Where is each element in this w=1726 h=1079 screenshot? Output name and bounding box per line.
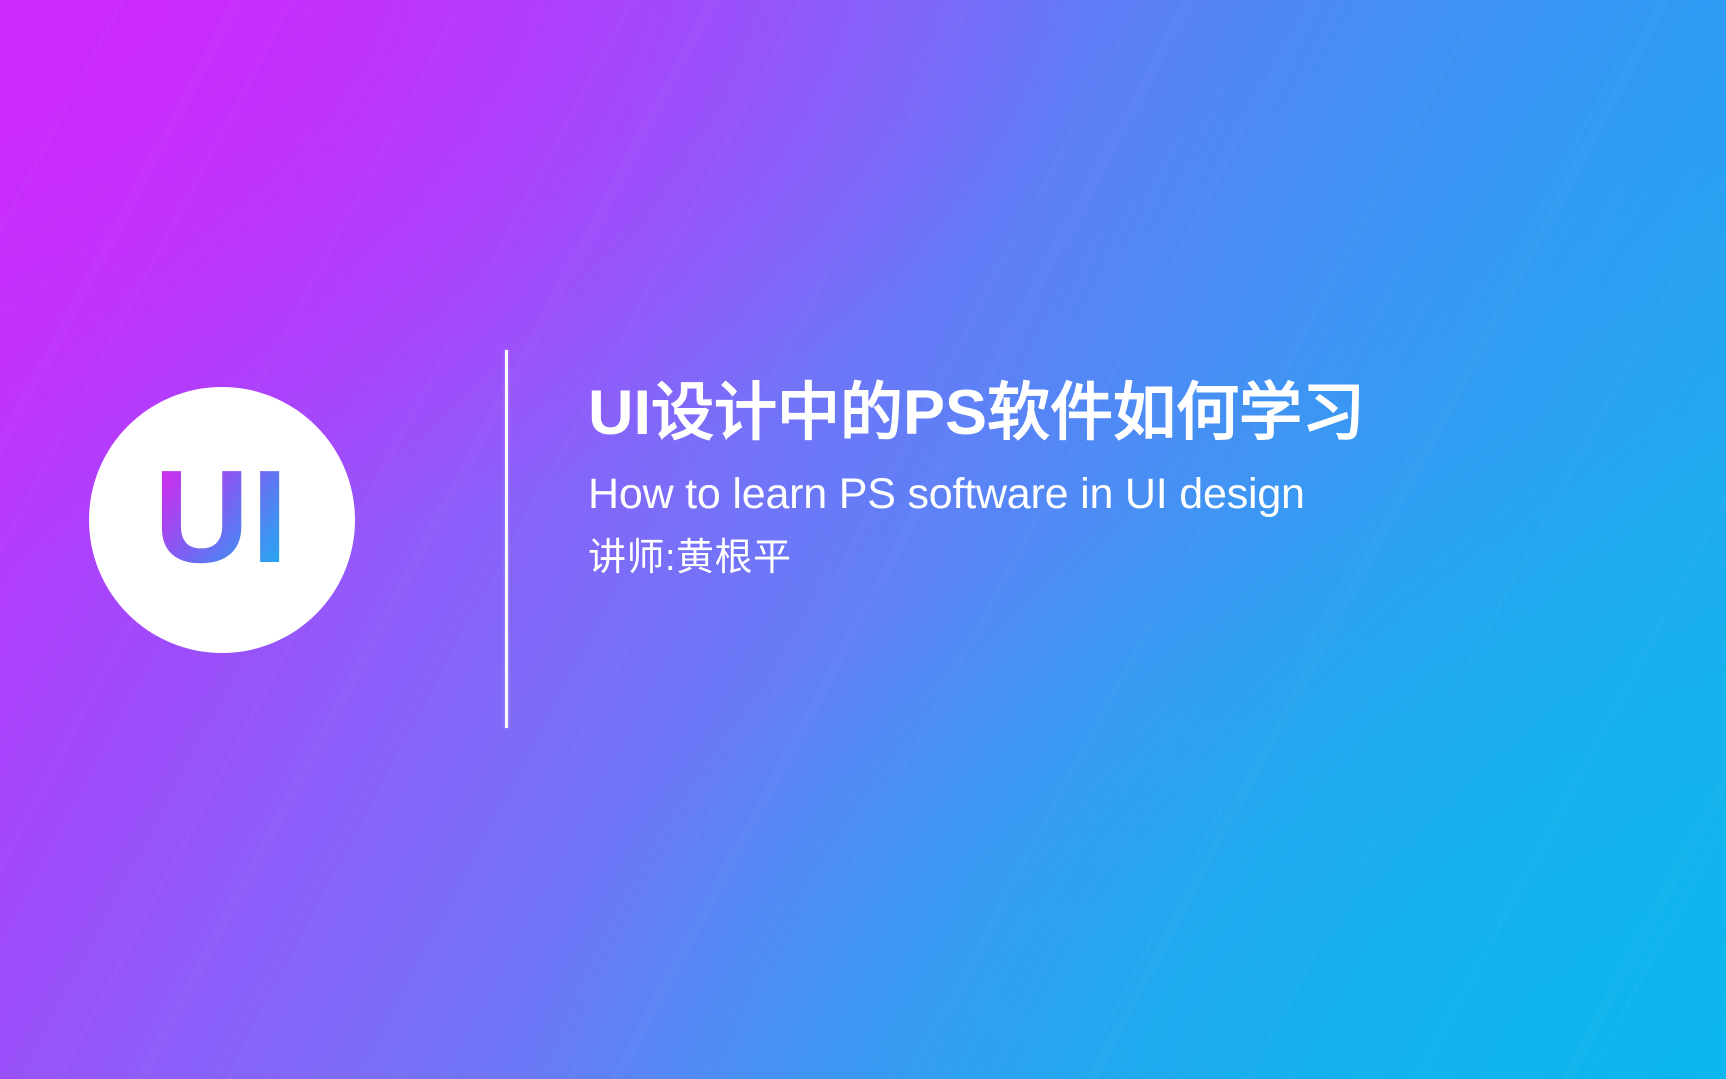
instructor-label: 讲师:黄根平 [588, 536, 792, 579]
page-subtitle: How to learn PS software in UI design [588, 469, 1305, 518]
page-title: UI设计中的PS软件如何学习 [588, 378, 1366, 448]
vertical-divider [505, 350, 508, 728]
ui-logo-text: UI [154, 443, 290, 590]
ui-logo-badge: UI [89, 387, 355, 653]
title-text-block: UI设计中的PS软件如何学习 How to learn PS software … [588, 380, 1668, 581]
